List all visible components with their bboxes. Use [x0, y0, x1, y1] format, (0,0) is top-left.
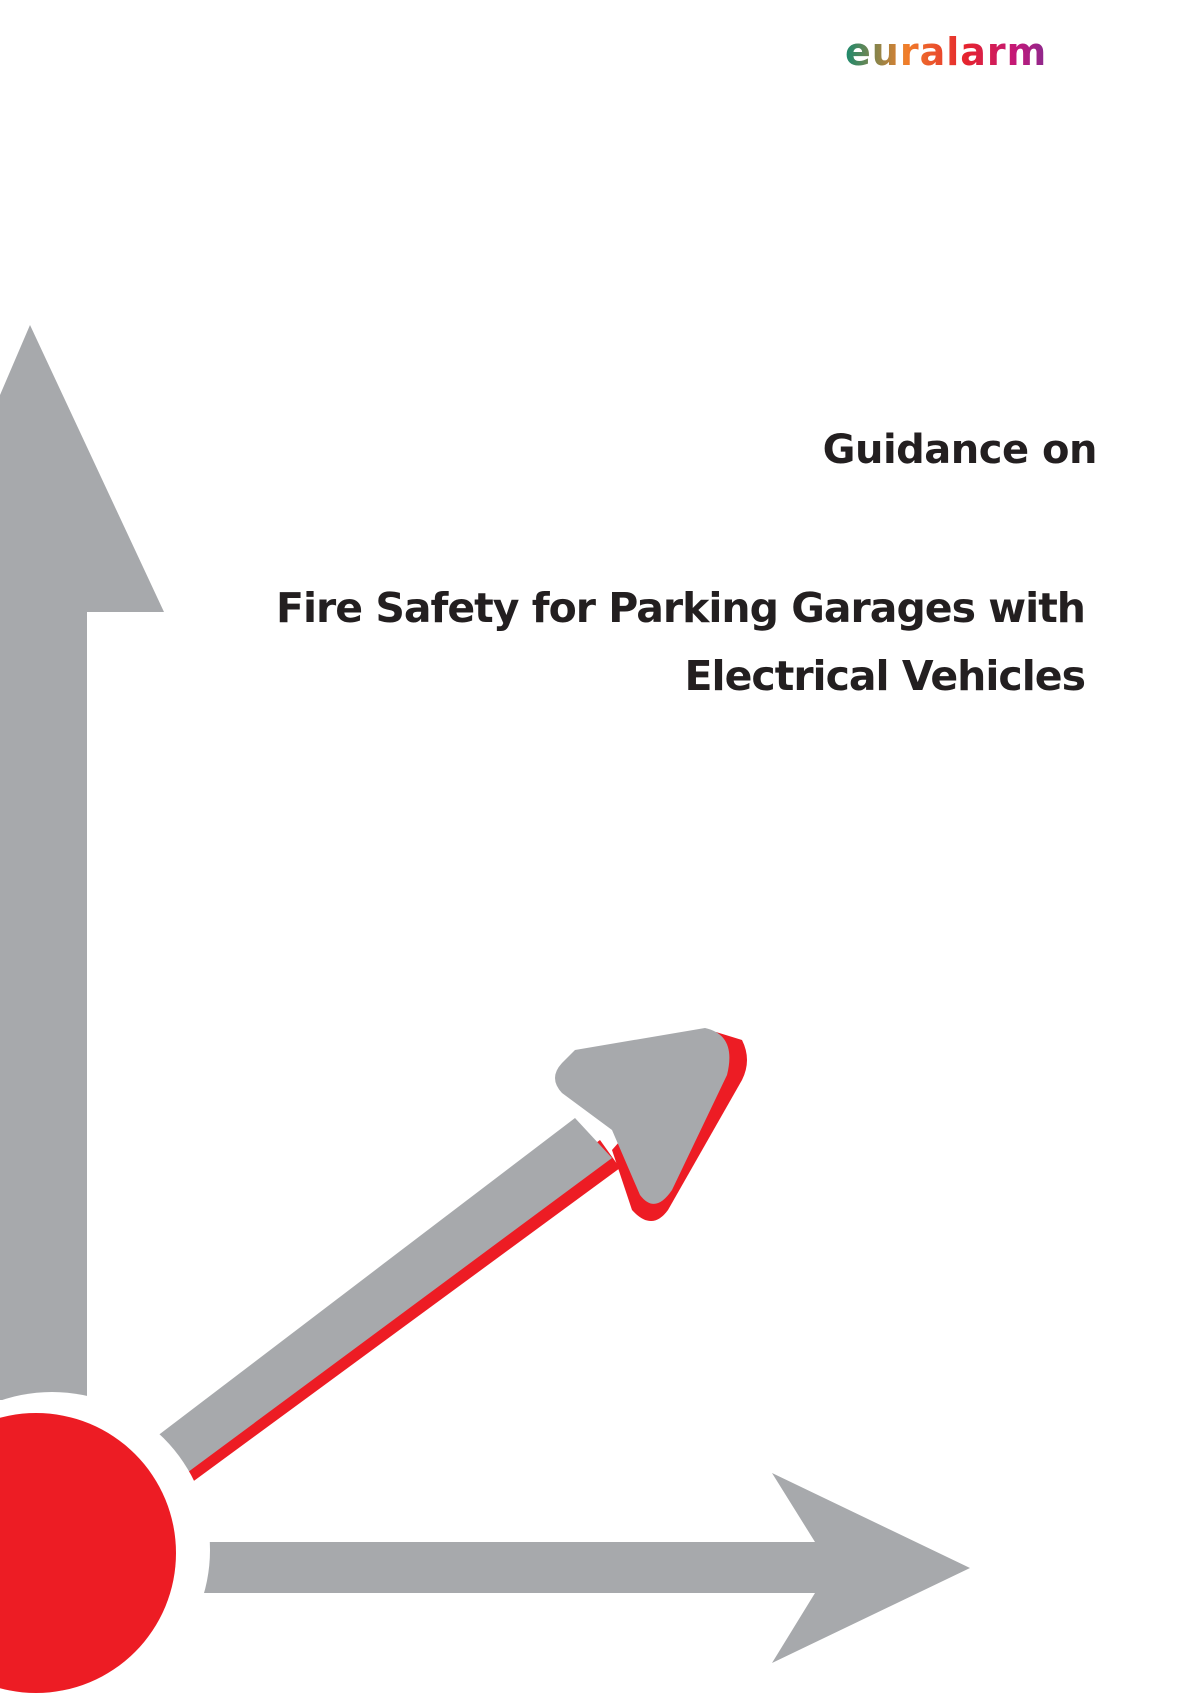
euralarm-logo: euralarm [845, 18, 1105, 88]
cover-subtitle: Guidance on [822, 427, 1098, 473]
cover-title: Fire Safety for Parking Garages with Ele… [275, 574, 1086, 710]
origin-circle [0, 1413, 176, 1693]
diagonal-arrow [152, 1028, 730, 1478]
cover-title-line-2: Electrical Vehicles [684, 652, 1086, 700]
cover-title-line-1: Fire Safety for Parking Garages with [275, 584, 1086, 632]
logo-text: euralarm [845, 30, 1047, 74]
horizontal-arrow [175, 1473, 970, 1663]
vertical-arrow [0, 325, 164, 1400]
